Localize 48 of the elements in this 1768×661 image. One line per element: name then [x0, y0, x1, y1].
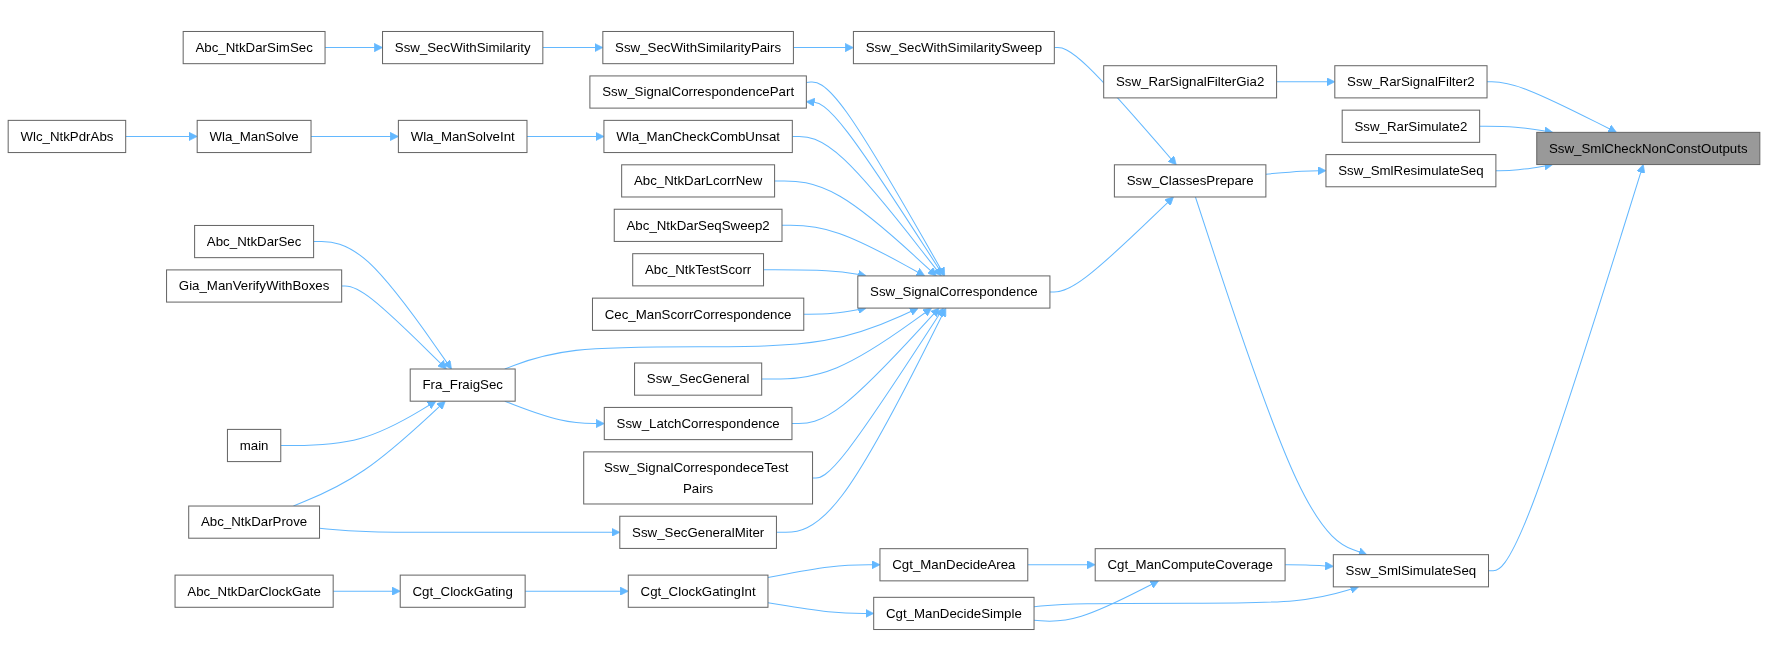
arrow — [313, 241, 452, 370]
node-box: Ssw_SecWithSimilarityPairs — [602, 30, 794, 65]
node-box: Abc_NtkTestScorr — [632, 253, 765, 287]
node-box: Gia_ManVerifyWithBoxes — [166, 269, 343, 303]
node-box: Abc_NtkDarClockGate — [174, 574, 334, 608]
node-box: Wla_ManSolve — [196, 119, 312, 154]
node-box: Ssw_SignalCorrespondencePart — [589, 75, 807, 109]
node-box: Ssw_RarSignalFilter2 — [1334, 65, 1488, 99]
node-box: Cgt_ClockGating — [399, 574, 526, 608]
node-box: main — [226, 428, 282, 463]
node-box: Cec_ManScorrCorrespondence — [591, 297, 805, 331]
node-box: Ssw_SignalCorrespondence — [857, 275, 1051, 309]
arrow — [761, 307, 932, 380]
node-box: Abc_NtkDarSeqSweep2 — [613, 208, 783, 242]
arrow — [280, 400, 437, 446]
arrow — [1049, 196, 1174, 293]
node-box: Ssw_RarSignalFilterGia2 — [1103, 65, 1278, 99]
node-box: Ssw_SmlResimulateSeq — [1325, 154, 1497, 188]
node-box: Wla_ManCheckCombUnsat — [603, 119, 793, 154]
arrow — [125, 131, 198, 141]
arrow — [774, 180, 937, 277]
node-box: Cgt_ClockGatingInt — [627, 574, 769, 608]
node-box: Ssw_SecWithSimilarity — [382, 30, 544, 65]
node-box: Abc_NtkDarSimSec — [182, 30, 326, 65]
node-box: Ssw_SmlCheckNonConstOutputs — [1536, 131, 1761, 166]
arrow — [812, 307, 944, 479]
node-box: Abc_NtkDarProve — [188, 505, 321, 539]
node-box: Ssw_SmlSimulateSeq — [1332, 554, 1489, 588]
node-box: Abc_NtkDarSec — [194, 224, 315, 259]
node-box: Ssw_ClassesPrepare — [1113, 164, 1267, 198]
node-box: Wla_ManSolveInt — [397, 119, 528, 154]
node-box: Abc_NtkDarLcorrNew — [621, 164, 776, 198]
arrow — [1488, 164, 1646, 572]
node-box: Ssw_LatchCorrespondence — [603, 406, 793, 441]
node-box: Fra_FraigSec — [409, 368, 516, 402]
arrow — [504, 307, 919, 370]
node-box: Ssw_RarSimulate2 — [1341, 109, 1481, 143]
node-box: Wlc_NtkPdrAbs — [7, 119, 127, 154]
node-box: Ssw_SecGeneralMiter — [619, 515, 777, 549]
arrow — [1027, 560, 1096, 570]
node-box: Cgt_ManDecideArea — [879, 548, 1029, 582]
node-box: Ssw_SecWithSimilaritySweep — [852, 30, 1055, 65]
node-box: Ssw_SignalCorrespondeceTest Pairs — [583, 451, 814, 505]
node-box: Cgt_ManComputeCoverage — [1094, 548, 1286, 582]
arrow — [341, 285, 447, 370]
node-box: Ssw_SecGeneral — [634, 362, 763, 396]
node-box: Cgt_ManDecideSimple — [873, 596, 1035, 630]
arrow — [791, 307, 940, 425]
